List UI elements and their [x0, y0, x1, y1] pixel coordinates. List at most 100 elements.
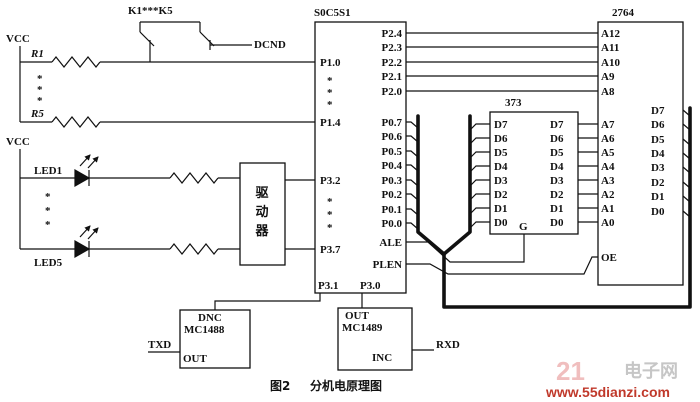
bus-mcu-to-latch	[416, 114, 472, 256]
mcu-pin-label: P3.0	[360, 280, 381, 292]
mcu-pin-label: PLEN	[373, 259, 402, 271]
repeat-mark: *	[327, 75, 333, 87]
resistor-led5	[169, 243, 219, 255]
eprom-oe-label: OE	[601, 252, 617, 264]
latch-input-tap	[469, 137, 490, 145]
eprom-data-tap	[682, 123, 691, 131]
mcu-pin-label: P0.1	[382, 204, 402, 216]
latch-output-label: D6	[550, 133, 564, 145]
p0-bus-tap	[406, 208, 419, 216]
eprom-address-label: A8	[601, 86, 615, 98]
latch-input-label: D7	[494, 119, 508, 131]
eprom-address-label: A11	[601, 42, 619, 54]
mcu-pin-label: P2.2	[382, 57, 403, 69]
p0-bus-tap	[406, 179, 419, 187]
repeat-mark: *	[45, 191, 51, 203]
wire-plen-to-oe	[406, 256, 598, 275]
mc1488-body	[179, 309, 251, 369]
switch-k1-blade	[139, 31, 155, 47]
mc1488-bottom-pin: OUT	[183, 353, 208, 365]
mc1489-bottom-pin: INC	[372, 352, 392, 364]
eprom-data-label: D7	[651, 105, 665, 117]
mc1489-name: MC1489	[342, 322, 383, 334]
figure-caption: 图2 分机电原理图	[270, 378, 382, 393]
eprom-address-label: A0	[601, 217, 615, 229]
repeat-mark: *	[45, 219, 51, 231]
eprom-address-label: A1	[601, 203, 614, 215]
eprom-address-label: A5	[601, 147, 615, 159]
mcu-pin-label: P0.0	[382, 218, 403, 230]
resistor-r1	[51, 56, 101, 68]
driver-char: 驱	[255, 186, 268, 201]
switch-k5-blade	[199, 31, 215, 47]
data-bus	[406, 106, 692, 309]
eprom-data-label: D5	[651, 134, 665, 146]
latch-body	[489, 111, 579, 235]
eprom-address-label: A10	[601, 57, 620, 69]
vcc-label-top: VCC	[6, 33, 30, 45]
eprom-data-tap	[682, 152, 691, 160]
eprom-data-label: D0	[651, 206, 665, 218]
latch-input-label: D2	[494, 189, 508, 201]
led1-light-arrow	[87, 156, 99, 169]
led-section: VCC LED1 * * * LED5 驱 动 器	[6, 136, 315, 269]
mcu: S0C5S1 P1.0 * * * P1.4 P3.2 * * * P3.7 P…	[314, 7, 407, 294]
eprom-data-tap	[682, 181, 691, 189]
repeat-mark: *	[327, 99, 333, 111]
led5-light-arrow	[79, 225, 91, 238]
led5-light-arrow	[87, 227, 99, 240]
led5-label: LED5	[34, 257, 63, 269]
latch-output-label: D0	[550, 217, 564, 229]
caption-figure-number: 图2	[270, 379, 290, 393]
led1-diode	[74, 168, 91, 188]
eprom-address-label: A2	[601, 189, 615, 201]
eprom-data-label: D4	[651, 148, 665, 160]
eprom-address-label: A6	[601, 133, 615, 145]
eprom-data-label: D6	[651, 119, 665, 131]
latch-input-label: D6	[494, 133, 508, 145]
mc1488-name: MC1488	[184, 324, 225, 336]
driver-char: 器	[254, 224, 269, 239]
txd-label: TXD	[148, 339, 171, 351]
mc1489-body	[337, 307, 413, 371]
vcc-label-led: VCC	[6, 136, 30, 148]
serial-rx: OUT MC1489 INC RXD	[337, 293, 460, 371]
repeat-mark: *	[327, 209, 333, 221]
latch-input-tap	[469, 179, 490, 187]
wire-ale-to-gate	[406, 234, 525, 263]
latch-373: 373 D7 D6 D5 D4 D3 D2 D1 D0 D7 D6 D5 D4 …	[489, 97, 598, 235]
key-input-section: VCC R1 * * * R5 K1***K5 DCND	[6, 5, 315, 128]
latch-output-label: D5	[550, 147, 564, 159]
repeat-mark: *	[327, 87, 333, 99]
control-wires	[406, 234, 598, 275]
mcu-body	[314, 21, 407, 294]
mcu-pin-label: P3.2	[320, 175, 341, 187]
latch-gate-label: G	[519, 221, 528, 233]
p0-bus-tap	[406, 121, 419, 129]
p0-bus-tap	[406, 164, 419, 172]
eprom-address-label: A12	[601, 28, 620, 40]
caption-title: 分机电原理图	[310, 378, 382, 393]
eprom-address-label: A4	[601, 161, 615, 173]
latch-input-tap	[469, 151, 490, 159]
repeat-mark: *	[45, 205, 51, 217]
driver-block	[239, 162, 286, 266]
latch-input-tap	[469, 123, 490, 131]
latch-output-label: D1	[550, 203, 563, 215]
mcu-name: S0C5S1	[314, 7, 351, 19]
latch-output-label: D4	[550, 161, 564, 173]
mcu-pin-label: P3.1	[318, 280, 338, 292]
mc1488-top-pin: DNC	[198, 312, 222, 324]
repeat-mark: *	[37, 84, 43, 96]
latch-output-label: D2	[550, 189, 564, 201]
mcu-pin-label: P1.0	[320, 57, 341, 69]
eprom-name: 2764	[612, 7, 635, 19]
latch-input-tap	[469, 165, 490, 173]
rxd-label: RXD	[436, 339, 460, 351]
address-high-wires	[406, 32, 598, 92]
latch-input-tap	[469, 221, 490, 229]
mc1489-top-pin: OUT	[345, 310, 370, 322]
mcu-pin-label: P0.3	[382, 175, 403, 187]
watermark-brand: 电子网	[624, 360, 678, 382]
